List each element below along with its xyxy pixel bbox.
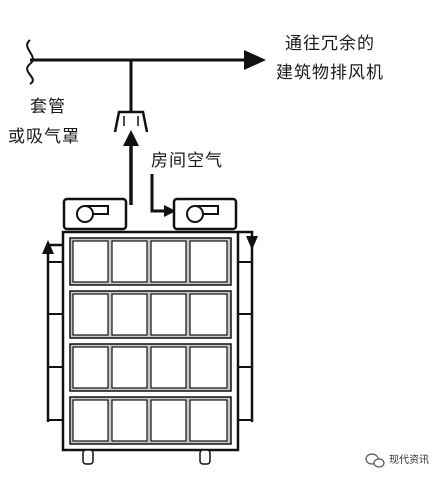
exhaust-label-line2: 建筑物排风机 xyxy=(276,63,384,83)
cabinet-cell xyxy=(189,346,228,389)
cabinet-cell xyxy=(189,293,228,336)
watermark: 现代资讯 xyxy=(365,453,429,468)
duct-break-symbol xyxy=(26,39,34,85)
cabinet-cell xyxy=(189,399,228,442)
thimble-label-line1: 套管 xyxy=(30,97,66,117)
watermark-text: 现代资讯 xyxy=(389,454,429,466)
cabinet-cell xyxy=(111,399,148,442)
cabinet-cell xyxy=(150,240,187,283)
room-air-label: 房间空气 xyxy=(151,151,223,171)
cabinet-cell xyxy=(72,399,109,442)
exhaust-arrow-head xyxy=(244,50,266,70)
cabinet-cell xyxy=(150,346,187,389)
caster xyxy=(199,449,211,465)
wechat-icon xyxy=(365,453,385,468)
caster xyxy=(82,449,94,465)
caster-wheels xyxy=(82,449,211,465)
cabinet-cell xyxy=(150,293,187,336)
cabinet-cell xyxy=(111,293,148,336)
thimble-label-line2: 或吸气罩 xyxy=(8,127,80,147)
right-blower-fan-icon xyxy=(186,205,204,223)
cabinet-cell xyxy=(150,399,187,442)
right-blower-outlet xyxy=(195,205,219,215)
exhaust-label-line1: 通往冗余的 xyxy=(285,34,375,54)
left-airflow-return xyxy=(46,243,62,422)
left-blower-outlet xyxy=(85,205,109,215)
room-air-arrowhead xyxy=(164,205,176,217)
cabinet-cell xyxy=(111,346,148,389)
thimble-canopy xyxy=(113,110,149,133)
left-airflow-arrowhead xyxy=(42,240,54,254)
left-blower-fan-icon xyxy=(76,205,94,223)
cabinet-cell xyxy=(189,240,228,283)
right-airflow-supply xyxy=(239,230,254,422)
right-airflow-arrowhead xyxy=(246,236,258,250)
cabinet-cell xyxy=(72,293,109,336)
cabinet-exhaust-up-arrowhead xyxy=(123,130,139,146)
cabinet-grid xyxy=(69,237,232,445)
cabinet-cell xyxy=(111,240,148,283)
room-air-flow xyxy=(150,174,168,213)
cabinet-cell xyxy=(72,240,109,283)
cabinet-cell xyxy=(72,346,109,389)
